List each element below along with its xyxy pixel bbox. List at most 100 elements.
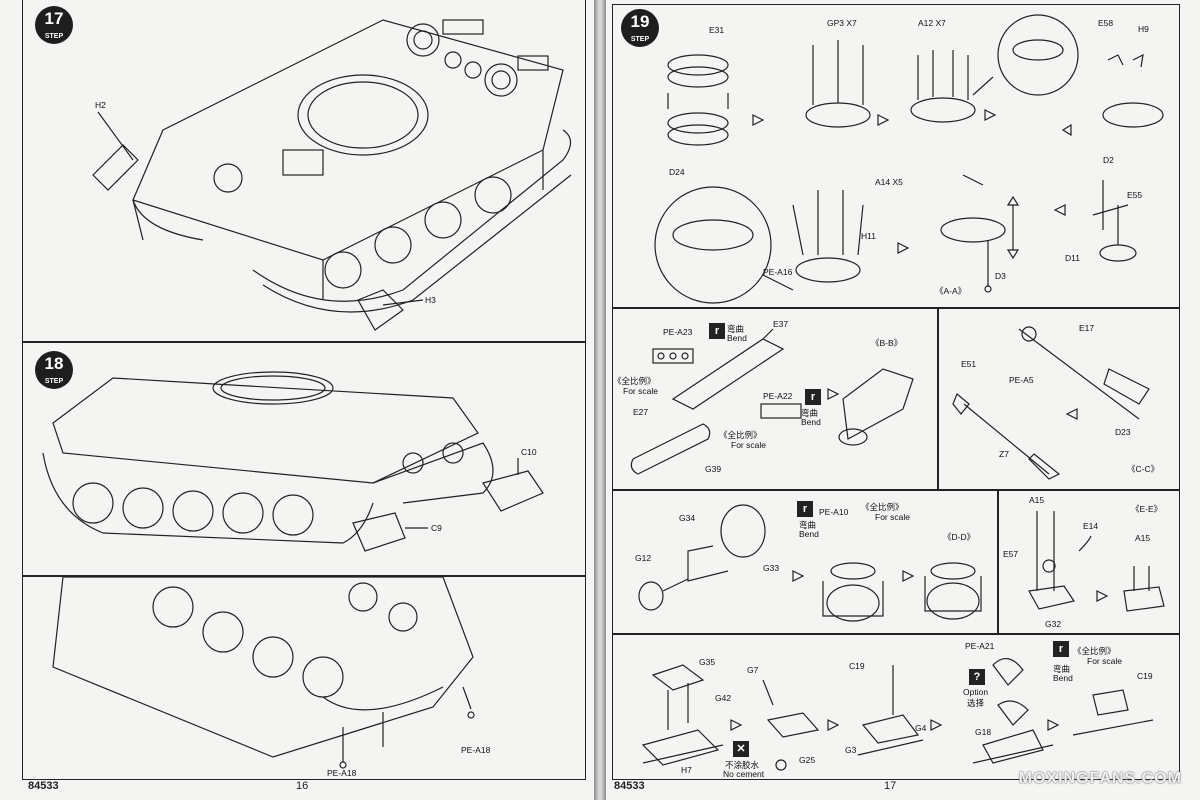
label-g39: G39 — [705, 464, 722, 474]
section-ee-panel: A15 E14 E57 A15 G32 《E-E》 — [998, 490, 1180, 634]
step17-number: 17 — [44, 9, 64, 28]
label-scale-cn-bottom: 《全比例》 — [1073, 646, 1116, 656]
label-d24: D24 — [669, 167, 685, 177]
label-d3: D3 — [995, 271, 1006, 281]
book-gutter — [594, 0, 606, 800]
label-g4: G4 — [915, 723, 927, 733]
label-pe-a23: PE-A23 — [663, 327, 693, 337]
step19-number: 19 — [630, 12, 650, 31]
label-g33: G33 — [763, 563, 780, 573]
label-e27: E27 — [633, 407, 649, 417]
step18-panel: 18 STEP C10 C9 — [22, 342, 586, 576]
label-e17: E17 — [1079, 323, 1095, 333]
label-g7: G7 — [747, 665, 759, 675]
bend-icon-dd: r — [797, 501, 813, 517]
label-scale-cn-dd: 《全比例》 — [861, 502, 904, 512]
label-g18: G18 — [975, 727, 992, 737]
left-page: 17 STEP H2 H3 18 — [0, 0, 594, 800]
step17-panel: 17 STEP H2 H3 — [22, 0, 586, 342]
label-no-cement: No cement — [723, 769, 765, 779]
label-a12-x7: A12 X7 — [918, 18, 946, 28]
step19-commander-cupola-drawing — [654, 14, 1164, 304]
step19-badge: 19 STEP — [621, 9, 659, 47]
label-e31: E31 — [709, 25, 725, 35]
section-a-a: 《A-A》 — [935, 286, 967, 296]
step18-badge: 18 STEP — [35, 351, 73, 389]
label-pe-a21: PE-A21 — [965, 641, 995, 651]
left-catalog-code: 84533 — [28, 780, 59, 792]
label-scale-dd: For scale — [875, 512, 910, 522]
label-d11: D11 — [1065, 253, 1080, 263]
label-scale-cn-2: 《全比例》 — [719, 430, 762, 440]
section-b-b: 《B-B》 — [871, 338, 903, 348]
label-bend-bottom: Bend — [1053, 673, 1073, 683]
watermark: MOXINGFANS.COM — [1018, 770, 1182, 787]
label-e51: E51 — [961, 359, 977, 369]
step18-word: STEP — [44, 378, 64, 385]
label-h11: H11 — [861, 231, 876, 241]
label-bend-cn-bottom: 弯曲 — [1053, 664, 1071, 674]
cc-machine-gun-drawing — [952, 326, 1150, 480]
section-dd-panel: G34 G12 G33 r 弯曲 Bend PE-A10 《全比例》 For s… — [612, 490, 998, 634]
step17-tank-hull-drawing — [92, 19, 572, 331]
section-c-c: 《C-C》 — [1127, 464, 1160, 474]
label-bend-cn-dd: 弯曲 — [799, 520, 817, 530]
label-e14: E14 — [1083, 521, 1099, 531]
ee-hatch-drawing — [1028, 511, 1165, 612]
label-bend-cn-2: 弯曲 — [801, 408, 819, 418]
label-scale-cn-1: 《全比例》 — [613, 376, 656, 386]
label-h7: H7 — [681, 765, 692, 775]
seat-assembly-drawing — [641, 658, 1154, 771]
label-pe-a16: PE-A16 — [763, 267, 793, 277]
label-g35: G35 — [699, 657, 716, 667]
option-icon: ? — [969, 669, 985, 685]
label-no-cement-cn: 不涂胶水 — [725, 760, 760, 770]
label-g34: G34 — [679, 513, 696, 523]
label-pe-a5: PE-A5 — [1009, 375, 1034, 385]
label-bend-dd: Bend — [799, 529, 819, 539]
label-scale-2: For scale — [731, 440, 766, 450]
label-a15-top: A15 — [1029, 495, 1045, 505]
label-g32: G32 — [1045, 619, 1062, 629]
bend-icon-1: r — [709, 323, 725, 339]
left-page-number: 16 — [296, 780, 309, 792]
label-g3: G3 — [845, 745, 857, 755]
underside-drawing — [52, 577, 475, 769]
dd-periscope-drawing — [638, 504, 982, 622]
label-scale-1: For scale — [623, 386, 658, 396]
label-option: Option — [963, 687, 989, 697]
seat-assembly-panel: G35 G42 H7 ✕ 不涂胶水 No cement G7 G25 C19 G… — [612, 634, 1180, 780]
label-a15-right: A15 — [1135, 533, 1151, 543]
label-pe-a18-right: PE-A18 — [461, 745, 491, 755]
label-bend-2: Bend — [801, 417, 821, 427]
label-pe-a18-bottom: PE-A18 — [327, 768, 357, 778]
label-gp3-x7: GP3 X7 — [827, 18, 857, 28]
right-catalog-code: 84533 — [614, 780, 645, 792]
label-pe-a22: PE-A22 — [763, 391, 793, 401]
label-h9: H9 — [1138, 24, 1149, 34]
label-g42: G42 — [715, 693, 732, 703]
label-d2: D2 — [1103, 155, 1114, 165]
label-c9: C9 — [431, 523, 442, 533]
label-pe-a10: PE-A10 — [819, 507, 849, 517]
label-scale-bottom: For scale — [1087, 656, 1122, 666]
underside-panel: PE-A18 PE-A18 — [22, 576, 586, 780]
step19-word: STEP — [630, 36, 650, 43]
label-h2: H2 — [95, 100, 106, 110]
label-option-cn: 选择 — [967, 698, 985, 708]
label-c19-left: C19 — [849, 661, 865, 671]
label-d23: D23 — [1115, 427, 1131, 437]
step18-number: 18 — [44, 354, 64, 373]
no-cement-icon: ✕ — [733, 741, 749, 757]
label-bend-1: Bend — [727, 333, 747, 343]
label-e37: E37 — [773, 319, 789, 329]
step17-word: STEP — [44, 33, 64, 40]
step18-tank-rear-drawing — [42, 371, 544, 552]
label-bend-cn-1: 弯曲 — [727, 324, 745, 334]
step17-badge: 17 STEP — [35, 6, 73, 44]
section-cc-panel: E17 E51 PE-A5 Z7 D23 《C-C》 — [938, 308, 1180, 490]
label-a14-x5: A14 X5 — [875, 177, 903, 187]
label-g12: G12 — [635, 553, 652, 563]
label-e58: E58 — [1098, 18, 1114, 28]
step19-panel: 19 STEP E31 GP3 X7 A12 X7 E58 H9 D24 D2 … — [612, 4, 1180, 308]
